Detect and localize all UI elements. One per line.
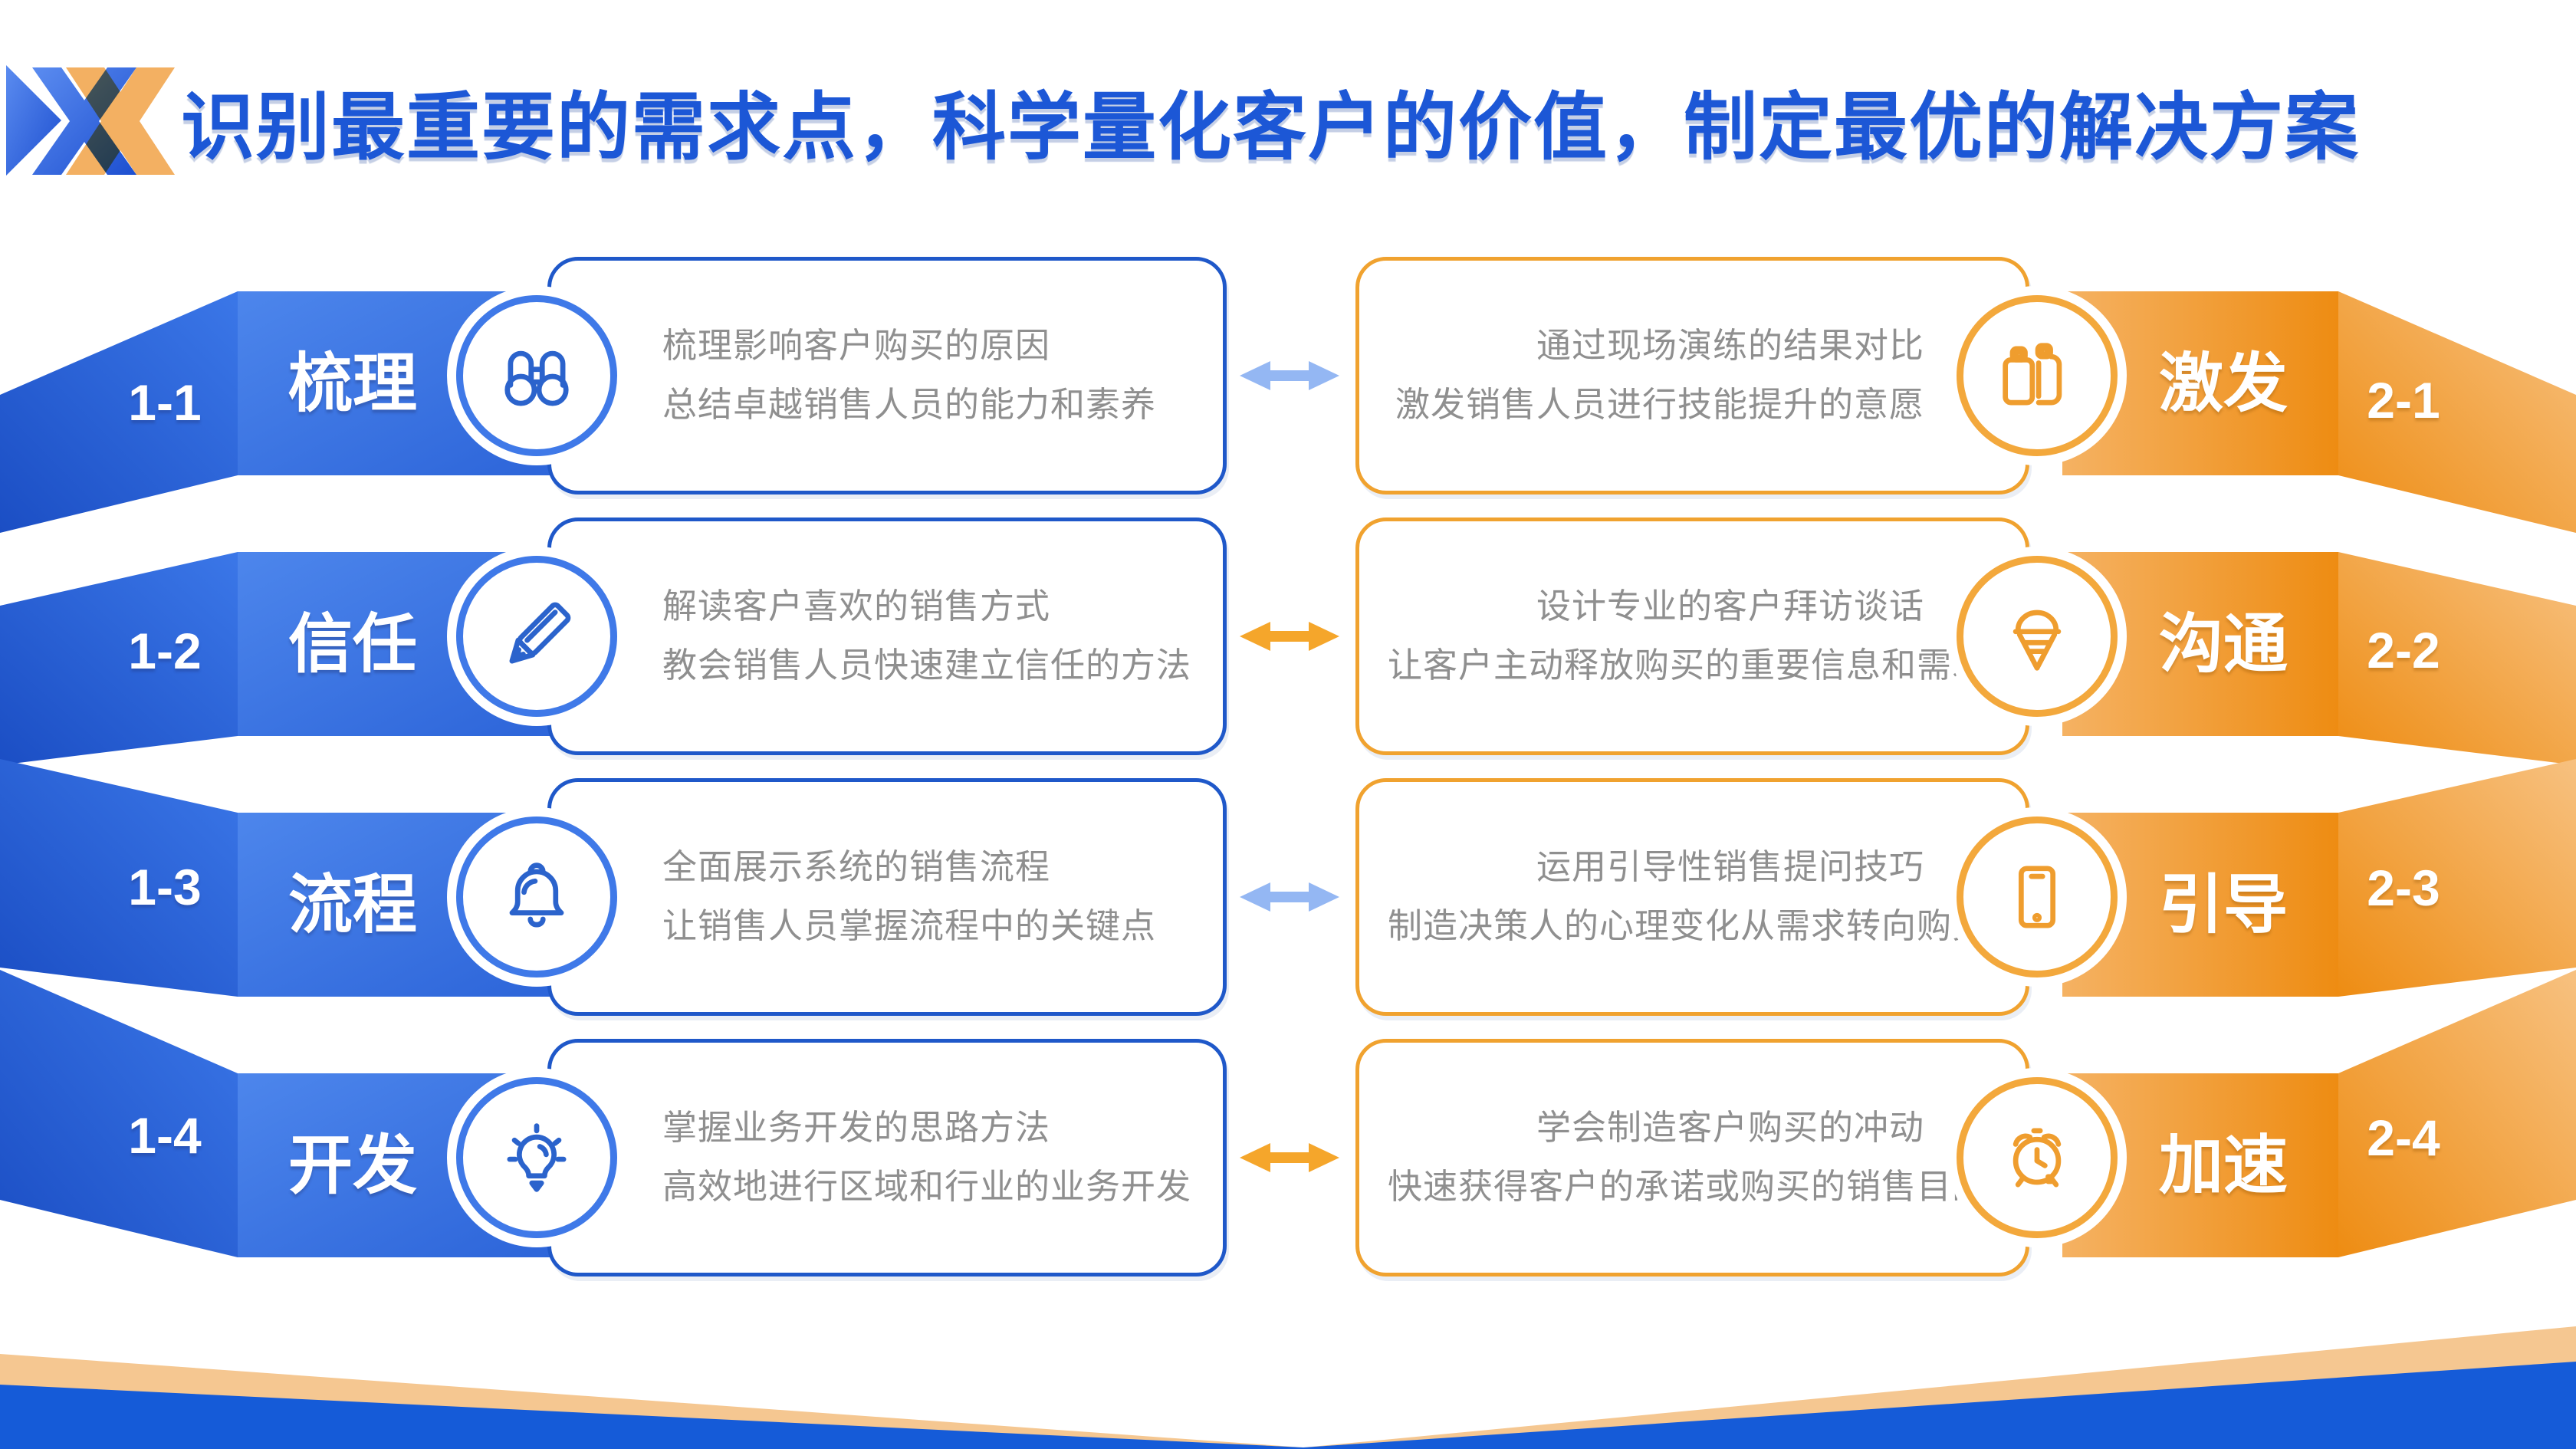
card-line: 掌握业务开发的思路方法 — [662, 1108, 1051, 1147]
band-2-1 — [2338, 291, 2576, 533]
double-arrow-row-1 — [1240, 361, 1339, 390]
card-line: 高效地进行区域和行业的业务开发 — [662, 1167, 1192, 1206]
card-line: 解读客户喜欢的销售方式 — [662, 586, 1051, 626]
step-number-1-1: 1-1 — [128, 374, 202, 431]
card-line: 让客户主动释放购买的重要信息和需求 — [1388, 646, 1988, 685]
ice-cream-cone-icon — [2013, 610, 2062, 671]
alarm-clock-icon — [2013, 1128, 2062, 1188]
step-label-2-3: 引导 — [2158, 869, 2288, 941]
card-line: 通过现场演练的结果对比 — [1536, 326, 1924, 365]
step-number-2-1: 2-1 — [2367, 372, 2440, 429]
band-2-3 — [2338, 759, 2576, 997]
step-number-1-2: 1-2 — [128, 623, 202, 679]
card-line: 教会销售人员快速建立信任的方法 — [662, 646, 1192, 685]
card-1-4 — [547, 1039, 1227, 1276]
card-line: 激发销售人员进行技能提升的意愿 — [1395, 385, 1924, 424]
step-label-1-3: 流程 — [288, 869, 417, 941]
band-1-4 — [0, 970, 238, 1257]
binoculars-icon — [504, 350, 569, 406]
step-label-1-1: 梳理 — [288, 347, 417, 419]
card-text-2-2: 设计专业的客户拜访谈话 让客户主动释放购买的重要信息和需求 — [1388, 577, 1988, 695]
double-arrow-row-4 — [1240, 1143, 1339, 1172]
card-line: 梳理影响客户购买的原因 — [662, 326, 1051, 365]
badge-circle-2-2 — [1957, 556, 2118, 717]
card-line: 学会制造客户购买的冲动 — [1536, 1108, 1924, 1147]
card-1-2 — [547, 518, 1227, 755]
badge-circle-2-3 — [1957, 816, 2118, 978]
card-line: 全面展示系统的销售流程 — [662, 847, 1051, 886]
page-title: 识别最重要的需求点，科学量化客户的价值，制定最优的解决方案 — [181, 87, 2360, 169]
card-line: 让销售人员掌握流程中的关键点 — [662, 906, 1157, 945]
step-number-2-4: 2-4 — [2367, 1109, 2440, 1166]
double-arrow-row-2 — [1240, 622, 1339, 651]
badge-circle-1-4 — [456, 1077, 617, 1238]
card-text-1-3: 全面展示系统的销售流程 让销售人员掌握流程中的关键点 — [662, 837, 1199, 955]
cutting-boards-icon — [2003, 343, 2062, 406]
badge-circle-1-3 — [456, 816, 617, 978]
card-line: 快速获得客户的承诺或购买的销售目的 — [1388, 1167, 1988, 1206]
card-2-1 — [1355, 257, 2029, 495]
bottom-blue-wave — [0, 1362, 2576, 1449]
step-label-2-2: 沟通 — [2158, 608, 2288, 680]
card-line: 设计专业的客户拜访谈话 — [1536, 586, 1924, 626]
step-number-1-4: 1-4 — [128, 1107, 202, 1164]
band-2-2 — [2338, 552, 2576, 765]
badge-circle-1-1 — [456, 295, 617, 456]
card-1-1 — [547, 257, 1227, 495]
step-label-2-4: 加速 — [2158, 1129, 2288, 1201]
smartphone-icon — [2018, 866, 2056, 928]
step-number-1-3: 1-3 — [128, 859, 202, 915]
bottom-orange-right — [1303, 1326, 2576, 1447]
card-text-2-1: 通过现场演练的结果对比 激发销售人员进行技能提升的意愿 — [1388, 316, 1924, 434]
badge-circle-1-2 — [456, 556, 617, 717]
band-1-3 — [0, 759, 238, 997]
badge-circle-2-4 — [1957, 1077, 2118, 1238]
card-2-2 — [1355, 518, 2029, 755]
card-text-1-2: 解读客户喜欢的销售方式 教会销售人员快速建立信任的方法 — [662, 577, 1199, 695]
card-text-1-4: 掌握业务开发的思路方法 高效地进行区域和行业的业务开发 — [662, 1098, 1199, 1216]
band-1-1 — [0, 291, 238, 533]
pencil-icon — [509, 602, 571, 664]
step-number-2-2: 2-2 — [2367, 622, 2440, 678]
card-line: 运用引导性销售提问技巧 — [1536, 847, 1924, 886]
card-1-3 — [547, 778, 1227, 1016]
card-2-4 — [1355, 1039, 2029, 1276]
step-label-1-4: 开发 — [288, 1129, 417, 1201]
step-label-1-2: 信任 — [288, 608, 417, 680]
card-line: 总结卓越销售人员的能力和素养 — [662, 385, 1157, 424]
band-1-2 — [0, 552, 238, 765]
brand-logo — [6, 65, 175, 176]
band-2-4 — [2338, 970, 2576, 1257]
step-number-2-3: 2-3 — [2367, 859, 2440, 916]
step-label-2-1: 激发 — [2158, 347, 2288, 419]
card-line: 制造决策人的心理变化从需求转向购买 — [1388, 906, 1988, 945]
card-text-2-3: 运用引导性销售提问技巧 制造决策人的心理变化从需求转向购买 — [1388, 837, 1988, 955]
card-text-2-4: 学会制造客户购买的冲动 快速获得客户的承诺或购买的销售目的 — [1388, 1098, 1988, 1216]
card-2-3 — [1355, 778, 2029, 1016]
card-text-1-1: 梳理影响客户购买的原因 总结卓越销售人员的能力和素养 — [662, 316, 1199, 434]
double-arrow-row-3 — [1240, 882, 1339, 912]
lightbulb-icon — [507, 1123, 567, 1192]
badge-circle-2-1 — [1957, 295, 2118, 456]
bell-icon — [509, 863, 564, 928]
bottom-orange-left — [0, 1354, 1303, 1447]
